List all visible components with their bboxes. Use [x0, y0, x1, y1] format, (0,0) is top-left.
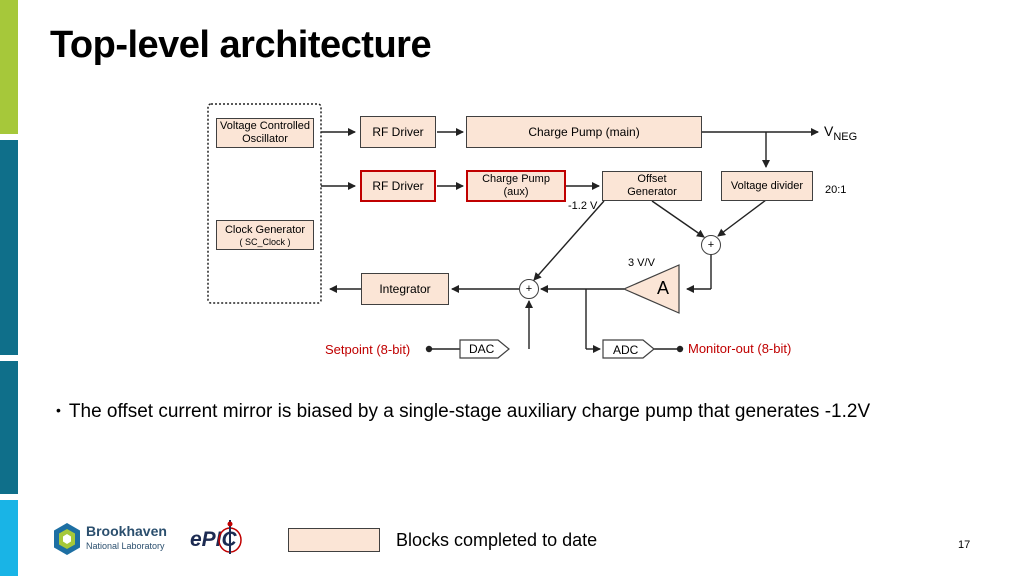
summing-junction-left: + [519, 279, 539, 299]
amplifier-triangle [622, 264, 680, 314]
sidebar-accent-teal-2 [0, 361, 18, 494]
summing-junction-top: + [701, 235, 721, 255]
clock-generator-label: Clock Generator [224, 223, 306, 236]
oscillator-group-box [207, 103, 322, 304]
brookhaven-hex-icon [54, 523, 80, 555]
page-number: 17 [958, 539, 971, 551]
sum-left-plus: + [525, 283, 533, 295]
monitor-out-label: Monitor-out (8-bit) [688, 341, 792, 356]
offset-generator-label: Offset Generator [627, 173, 677, 198]
minus-1-2v-label: -1.2 V [568, 200, 598, 212]
legend-swatch [288, 528, 380, 552]
rf-driver-2-block: RF Driver [360, 170, 436, 202]
amplifier-label: A [657, 278, 670, 298]
rf-driver-2-label: RF Driver [372, 179, 424, 193]
vneg-label: VNEG [824, 123, 857, 143]
legend-text: Blocks completed to date [396, 530, 598, 550]
vco-label: Voltage Controlled Oscillator [220, 120, 310, 145]
sidebar-accent-cyan [0, 500, 18, 576]
integrator-block: Integrator [361, 273, 449, 305]
clock-generator-block: Clock Generator ( SC_Clock ) [216, 220, 314, 250]
slide-title: Top-level architecture [50, 24, 432, 66]
voltage-divider-label: Voltage divider [730, 179, 804, 192]
sum-top-plus: + [707, 239, 715, 251]
bullet-point: • The offset current mirror is biased by … [56, 401, 870, 423]
sidebar-accent-teal [0, 140, 18, 355]
epic-wordmark: ePIC [190, 528, 237, 551]
brookhaven-subname: National Laboratory [86, 541, 165, 551]
sidebar-accent-green [0, 0, 18, 134]
gain-label: 3 V/V [628, 257, 655, 269]
brookhaven-name: Brookhaven [86, 523, 167, 539]
integrator-label: Integrator [379, 282, 431, 296]
ratio-label: 20:1 [825, 184, 847, 196]
charge-pump-main-label: Charge Pump (main) [528, 125, 640, 139]
bullet-dot-icon: • [56, 402, 61, 418]
rf-driver-1-label: RF Driver [372, 125, 424, 139]
charge-pump-main-block: Charge Pump (main) [466, 116, 702, 148]
charge-pump-aux-block: Charge Pump (aux) [466, 170, 566, 202]
clock-generator-sublabel: ( SC_Clock ) [239, 236, 291, 247]
bullet-text: The offset current mirror is biased by a… [68, 401, 871, 422]
adc-label: ADC [613, 343, 639, 357]
charge-pump-aux-label: Charge Pump (aux) [482, 173, 550, 198]
vco-block: Voltage Controlled Oscillator [216, 118, 314, 148]
vneg-main: V [824, 123, 834, 139]
dac-shape [459, 339, 510, 359]
setpoint-label: Setpoint (8-bit) [325, 342, 411, 357]
rf-driver-1-block: RF Driver [360, 116, 436, 148]
dac-label: DAC [469, 342, 495, 356]
offset-generator-block: Offset Generator [602, 171, 702, 201]
vneg-subscript: NEG [833, 130, 858, 143]
adc-shape [602, 339, 655, 359]
epic-emblem-icon [218, 520, 242, 554]
voltage-divider-block: Voltage divider [721, 171, 813, 201]
